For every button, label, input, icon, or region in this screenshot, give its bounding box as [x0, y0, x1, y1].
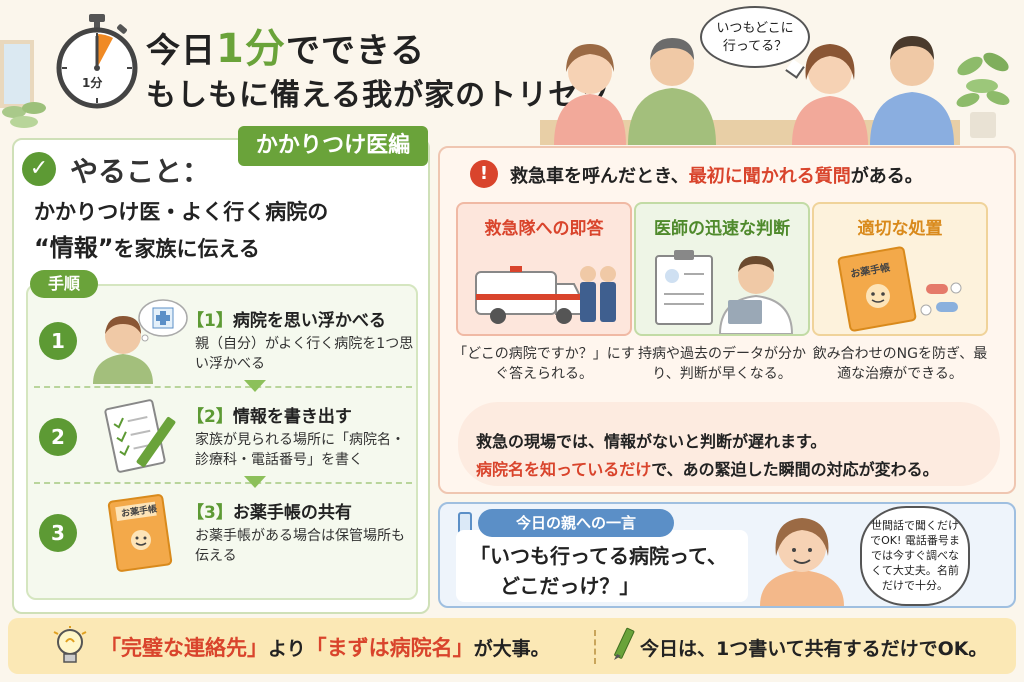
step-title: 【3】お薬手帳の共有	[187, 498, 352, 523]
card-title: 救急隊への即答	[484, 219, 604, 239]
mother-avatar	[760, 518, 844, 606]
page-title-line1: 今日1分でできる	[146, 16, 425, 74]
steps-panel	[26, 284, 418, 600]
stopwatch-label: 1分	[82, 76, 103, 90]
footer-separator	[594, 630, 596, 664]
step-2: 2 【2】情報を書き出す 家族が見られる場所に「病院名・診療科・電話番号」を書く	[27, 390, 417, 486]
notepad-pencil-icon	[104, 399, 176, 473]
step-divider	[34, 482, 412, 484]
step-title-text: お薬手帳の共有	[232, 503, 352, 523]
footer-bar	[8, 618, 1016, 674]
person-thinking-icon	[93, 299, 188, 384]
card-desc: 持病や過去のデータが分かり、判断が早くなる。	[638, 346, 806, 382]
step-label-num: 【3】	[187, 503, 233, 523]
alert-post: がある。	[850, 166, 923, 187]
notice-line2: 病院名を知っているだけで、あの緊迫した瞬間の対応が変わる。	[476, 456, 939, 480]
plant-left-icon	[2, 102, 46, 128]
title-post: でできる	[285, 31, 426, 71]
notice-line1: 救急の現場では、情報がないと判断が遅れます。	[476, 432, 827, 451]
notice-banner	[458, 402, 1000, 486]
lead-line1: かかりつけ医・よく行く病院の	[34, 200, 329, 224]
todo-heading: ✓ やること：	[22, 150, 232, 190]
footer-message-right: 今日は、1つ書いて共有するだけでOK。	[640, 638, 988, 660]
medicine-notebook-icon	[837, 246, 962, 332]
speech-bubble-line1: いつもどこに	[716, 21, 794, 36]
card-desc: 飲み合わせのNGを防ぎ、最適な治療ができる。	[812, 346, 988, 382]
step-1: 1 【1】病院を思い浮かべる 親（自分）がよく行く病院を1つ思い浮かべる	[27, 294, 417, 390]
step-desc: 親（自分）がよく行く病院を1つ思い浮かべる	[195, 336, 414, 372]
quote-box	[456, 530, 748, 602]
quote-line2: どこだっけ？」	[500, 574, 640, 598]
notice-rest: で、あの緊迫した瞬間の対応が変わる。	[651, 460, 939, 479]
step-desc: 家族が見られる場所に「病院名・診療科・電話番号」を書く	[195, 432, 405, 468]
card-doctor: 医師の迅速な判断	[634, 202, 810, 336]
speech-bubble: いつもどこに 行ってる？	[700, 6, 810, 68]
footer-end: が大事。	[473, 638, 550, 660]
footer-quote-2: 「まずは病院名」	[305, 636, 474, 660]
doctor-icon	[655, 250, 794, 334]
step-3: 3 お薬手帳 【3】お薬手帳の共有 お薬手帳がある場合は保管場所も伝える	[27, 486, 417, 582]
title-pre: 今日	[146, 31, 216, 71]
step-divider	[34, 386, 412, 388]
card-title: 医師の迅速な判断	[654, 219, 790, 239]
card-desc: 「どこの病院ですか？」にすぐ答えられる。	[453, 346, 635, 382]
steps-tab: 手順	[30, 270, 98, 298]
alert-pre: 救急車を呼んだとき、	[510, 166, 689, 187]
step-number: 3	[39, 514, 77, 552]
step-label-num: 【2】	[187, 407, 233, 427]
family-illustration	[540, 36, 960, 145]
step-number: 2	[39, 418, 77, 456]
lead-line2: “情報”を家族に伝える	[34, 228, 260, 263]
todo-label: やること：	[70, 155, 211, 188]
speech-bubble-line2: 行ってる？	[722, 39, 788, 54]
footer-mid: より	[268, 638, 306, 660]
card-title: 適切な処置	[857, 219, 943, 239]
alert-icon: !	[470, 160, 498, 188]
step-title: 【2】情報を書き出す	[187, 402, 352, 427]
card-treatment: 適切な処置 お薬手帳	[812, 202, 988, 336]
step-label-num: 【1】	[187, 311, 233, 331]
parent-tab: 今日の親への一言	[478, 509, 674, 537]
quote-line1: 「いつも行ってる病院って、	[470, 544, 727, 568]
lead-rest: を家族に伝える	[113, 237, 260, 261]
arrow-down-icon	[244, 476, 266, 488]
lightbulb-icon	[53, 626, 87, 663]
window-decoration	[0, 40, 34, 108]
check-icon: ✓	[22, 152, 56, 186]
pencil-icon	[614, 627, 635, 660]
footer-quote-1: 「完璧な連絡先」	[100, 636, 268, 660]
card-ambulance: 救急隊への即答	[456, 202, 632, 336]
lead-quote: “情報”	[34, 234, 114, 262]
title-accent: 1分	[216, 26, 286, 72]
step-title: 【1】病院を思い浮かべる	[187, 306, 386, 331]
advice-bubble: 世間話で聞くだけでOK! 電話番号までは今すぐ調べなくて大丈夫。名前だけで十分。	[860, 506, 970, 606]
step-desc: お薬手帳がある場合は保管場所も伝える	[195, 528, 405, 564]
plant-right-icon	[956, 52, 1010, 138]
page-title-line2: もしもに備える我が家のトリセツ	[146, 78, 611, 113]
alert-red: 最初に聞かれる質問	[688, 166, 851, 187]
footer-message-left: 「完璧な連絡先」より「まずは病院名」が大事。	[100, 632, 550, 662]
header: 1分 今日1分でできる もしもに備える我が家のトリセツ いつもどこに 行ってる？	[0, 0, 1024, 145]
stopwatch-icon	[56, 14, 138, 109]
step-title-text: 病院を思い浮かべる	[232, 311, 386, 331]
ambulance-icon	[475, 266, 616, 324]
notice-red: 病院名を知っているだけ	[476, 460, 652, 479]
alert-text: 救急車を呼んだとき、最初に聞かれる質問がある。	[510, 162, 923, 188]
arrow-down-icon	[244, 380, 266, 392]
category-tag: かかりつけ医編	[238, 126, 428, 166]
step-title-text: 情報を書き出す	[232, 407, 352, 427]
medicine-notebook-icon	[107, 494, 173, 572]
step-number: 1	[39, 322, 77, 360]
